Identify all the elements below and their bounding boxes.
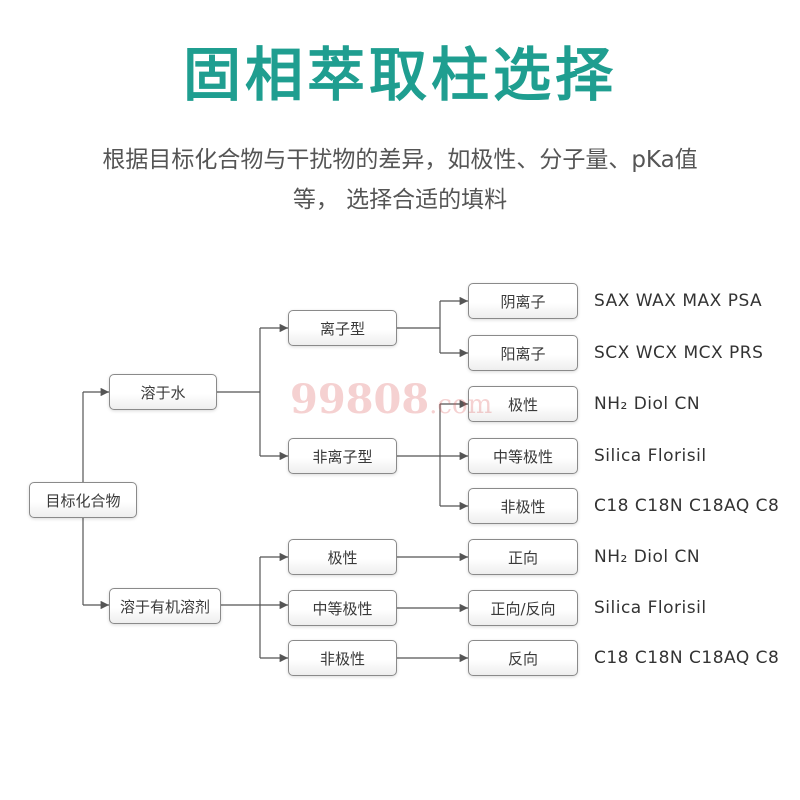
node-water-medium: 中等极性 (468, 438, 578, 474)
watermark-main: 99808 (290, 376, 430, 423)
node-anion: 阴离子 (468, 283, 578, 319)
node-organic-medium: 中等极性 (288, 590, 397, 626)
node-water-nonpolar: 非极性 (468, 488, 578, 524)
node-organic-nonpolar: 非极性 (288, 640, 397, 676)
watermark: 99808.com (290, 376, 492, 423)
node-organic-reverse: 反向 (468, 640, 578, 676)
watermark-suffix: .com (429, 390, 493, 420)
page-title: 固相萃取柱选择 (182, 41, 617, 109)
node-ionic: 离子型 (288, 310, 397, 346)
packing-water-polar: NH₂ Diol CN (594, 394, 701, 414)
packing-anion: SAX WAX MAX PSA (594, 291, 763, 311)
node-nonionic: 非离子型 (288, 438, 397, 474)
node-cation: 阳离子 (468, 335, 578, 371)
node-organic-both: 正向/反向 (468, 590, 578, 626)
packing-organic-medium: Silica Florisil (594, 598, 707, 618)
node-organic-normal: 正向 (468, 539, 578, 575)
node-water-polar: 极性 (468, 386, 578, 422)
subtitle-line-1: 根据目标化合物与干扰物的差异，如极性、分子量、pKa值 (102, 147, 698, 173)
packing-cation: SCX WCX MCX PRS (594, 343, 764, 363)
packing-organic-nonpolar: C18 C18N C18AQ C8 (594, 648, 780, 668)
node-organic-polar: 极性 (288, 539, 397, 575)
node-root: 目标化合物 (29, 482, 137, 518)
packing-organic-polar: NH₂ Diol CN (594, 547, 701, 567)
node-organic: 溶于有机溶剂 (109, 588, 221, 624)
page-subtitle: 根据目标化合物与干扰物的差异，如极性、分子量、pKa值 等， 选择合适的填料 (40, 140, 760, 220)
subtitle-line-2: 等， 选择合适的填料 (292, 187, 508, 213)
packing-water-nonpolar: C18 C18N C18AQ C8 (594, 496, 780, 516)
node-water: 溶于水 (109, 374, 217, 410)
packing-water-medium: Silica Florisil (594, 446, 707, 466)
